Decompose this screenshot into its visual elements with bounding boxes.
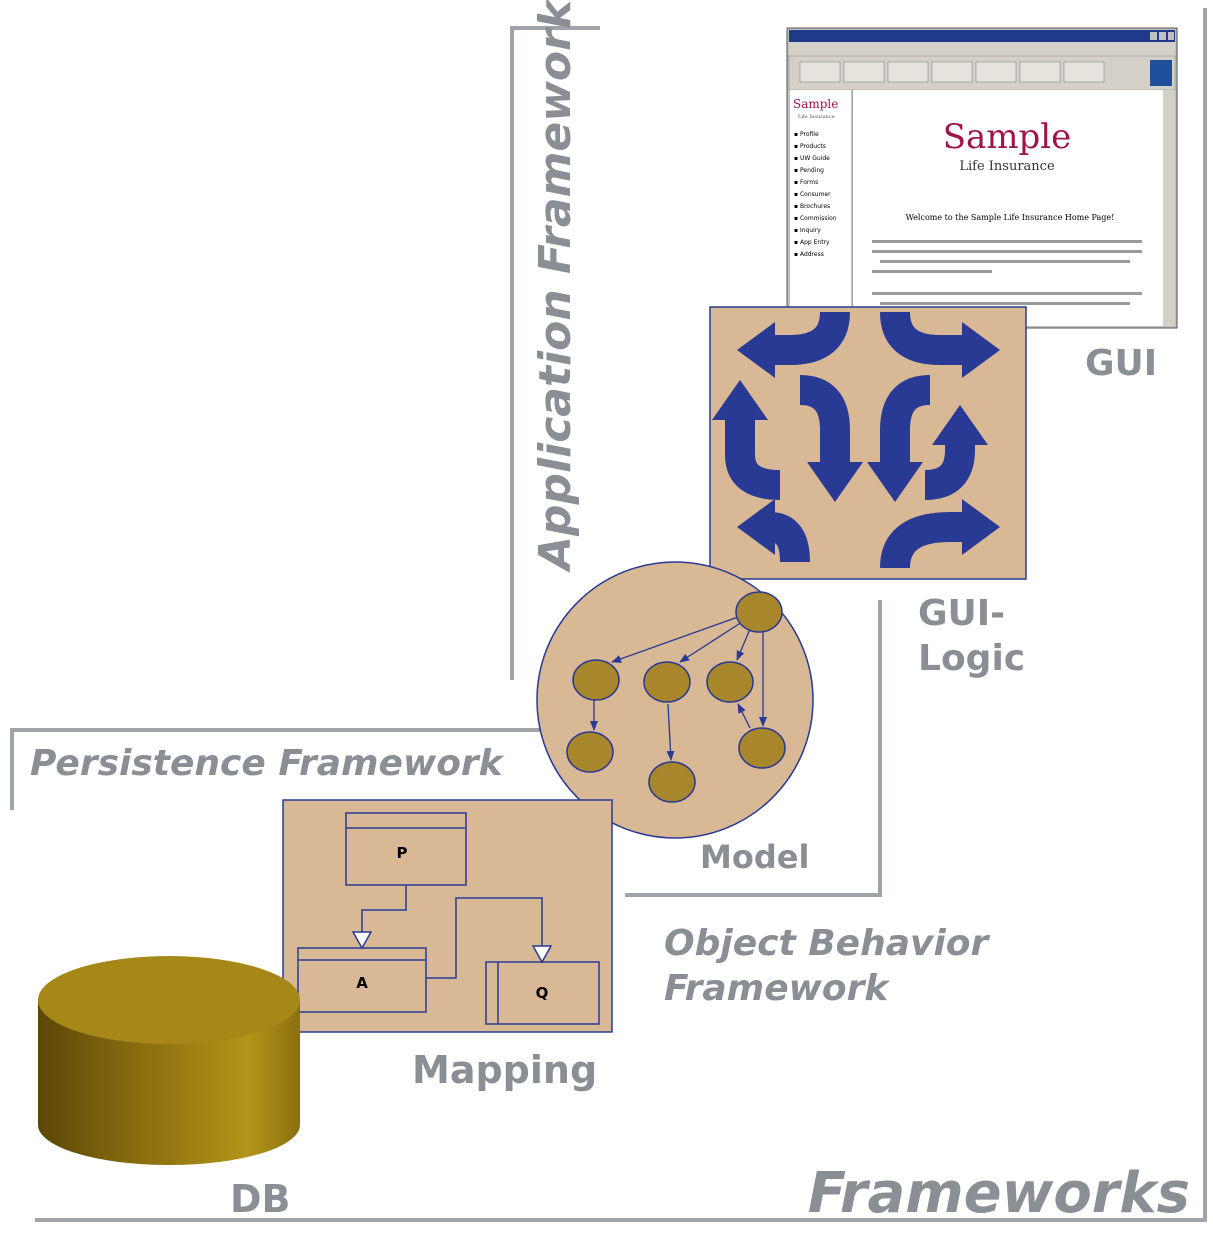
- browser-big-logo: Sample: [943, 117, 1072, 157]
- class-q-label: Q: [536, 984, 549, 1002]
- frame-lines: [10, 8, 1207, 1222]
- gui-logic-arrowheads: [712, 322, 1000, 555]
- browser-sidebar-item[interactable]: ▪ Consumer: [794, 191, 831, 198]
- browser-scrollbar: [1163, 90, 1175, 326]
- persistence-framework-label: Persistence Framework: [30, 743, 505, 784]
- browser-small-logo: Sample: [793, 97, 838, 111]
- browser-content: [853, 90, 1163, 326]
- browser-sidebar-item[interactable]: ▪ Pending: [794, 167, 824, 174]
- gui-logic-box: [709, 306, 1027, 580]
- object-behavior-bracket: [625, 600, 882, 897]
- model-node-root: [735, 591, 783, 633]
- browser-welcome: Welcome to the Sample Life Insurance Hom…: [906, 213, 1115, 222]
- model-links: [590, 616, 767, 761]
- object-behavior-label-line2: Framework: [664, 968, 890, 1009]
- browser-sidebar-item[interactable]: ▪ Brochures: [794, 203, 830, 210]
- browser-body-text: [872, 240, 1142, 305]
- db-label: DB: [230, 1177, 291, 1221]
- outer-frameworks-bracket: [35, 8, 1207, 1222]
- gui-logic-label-line2: Logic: [918, 638, 1025, 679]
- browser-sidebar-item[interactable]: ▪ App Entry: [794, 239, 830, 246]
- browser-sidebar-item[interactable]: ▪ Products: [794, 143, 826, 150]
- class-p-label: P: [397, 844, 408, 862]
- model-node: [706, 661, 754, 703]
- gui-label: GUI: [1085, 343, 1157, 384]
- class-a-label: A: [356, 974, 368, 992]
- model-node: [648, 761, 696, 803]
- browser-sidebar-item[interactable]: ▪ Forms: [794, 179, 818, 186]
- browser-sidebar-item[interactable]: ▪ UW Guide: [794, 155, 830, 162]
- application-framework-bracket: [510, 26, 600, 680]
- mapping-label: Mapping: [412, 1048, 597, 1092]
- model-node: [643, 661, 691, 703]
- browser-sidebar-item[interactable]: ▪ Inquiry: [794, 227, 821, 234]
- browser-titlebar: [789, 30, 1175, 42]
- browser-sidebar-item[interactable]: ▪ Commission: [794, 215, 837, 222]
- browser-sidebar-list: ▪ Profile ▪ Products ▪ UW Guide ▪ Pending ▪ …: [794, 131, 837, 258]
- class-relations: [351, 885, 553, 979]
- model-label: Model: [700, 838, 809, 876]
- browser-menubar: [789, 42, 1175, 56]
- model-nodes: [566, 591, 786, 803]
- model-circle: [536, 561, 814, 839]
- browser-small-logo-sub: Life Insurance: [798, 114, 835, 120]
- model-node: [572, 659, 620, 701]
- browser-screenshot: Sample Life Insurance ▪ Profile ▪ Product…: [786, 27, 1178, 329]
- browser-big-logo-sub: Life Insurance: [959, 159, 1055, 174]
- model-node: [566, 731, 614, 773]
- browser-sidebar-item[interactable]: ▪ Address: [794, 251, 824, 258]
- db-cylinder: [38, 956, 300, 1165]
- gui-logic-label-line1: GUI-: [918, 593, 1005, 634]
- model-node: [738, 727, 786, 769]
- object-behavior-label-line1: Object Behavior: [664, 923, 991, 964]
- browser-sidebar: [790, 90, 852, 326]
- persistence-framework-bracket: [10, 728, 545, 810]
- frameworks-title: Frameworks: [808, 1161, 1190, 1226]
- browser-sidebar-item[interactable]: ▪ Profile: [794, 131, 819, 138]
- application-framework-label: Application Framework: [530, 0, 581, 573]
- mapping-box: P A Q: [282, 799, 613, 1033]
